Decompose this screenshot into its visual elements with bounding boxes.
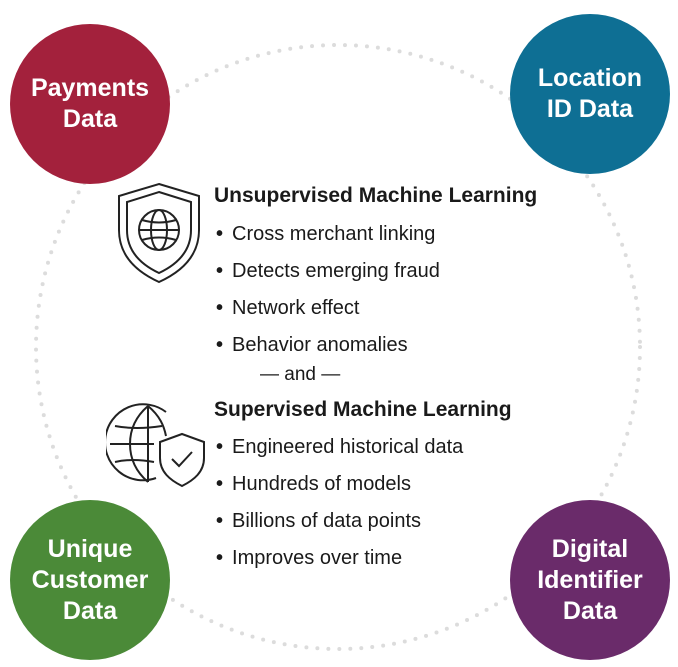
bubble-label-line: ID Data <box>546 95 634 123</box>
location-id-data-bubble: Location ID Data <box>510 14 670 174</box>
unsupervised-list: •Cross merchant linking •Detects emergin… <box>216 222 440 370</box>
bubble-label-line: Payments <box>30 74 150 102</box>
bubble-label-line: Data <box>62 596 118 625</box>
list-item: •Improves over time <box>216 547 403 569</box>
and-separator: — and — <box>260 364 341 385</box>
supervised-heading: Supervised Machine Learning <box>214 398 512 421</box>
list-item: •Detects emerging fraud <box>216 260 440 282</box>
bubble-label-line: Data <box>62 105 118 133</box>
list-item: •Network effect <box>216 297 360 319</box>
digital-identifier-data-bubble: Digital Identifier Data <box>510 500 670 660</box>
bubble-label-line: Location <box>537 64 643 92</box>
unique-customer-data-bubble: Unique Customer Data <box>10 500 170 660</box>
globe-shield-check-icon <box>106 403 205 488</box>
list-item: •Behavior anomalies <box>216 334 408 356</box>
bubble-label-line: Unique <box>47 534 133 563</box>
supervised-list: •Engineered historical data •Hundreds of… <box>216 435 463 583</box>
payments-data-bubble: Payments Data <box>10 24 170 184</box>
shield-globe-icon <box>118 182 200 284</box>
unsupervised-heading: Unsupervised Machine Learning <box>214 184 538 207</box>
bubble-label-line: Data <box>562 596 618 625</box>
bubble-label-line: Identifier <box>537 565 643 594</box>
list-item: •Cross merchant linking <box>216 223 436 245</box>
bubble-label-line: Digital <box>551 534 629 563</box>
bubble-label-line: Customer <box>31 565 149 594</box>
list-item: •Hundreds of models <box>216 473 411 495</box>
list-item: •Billions of data points <box>216 510 422 532</box>
list-item: •Engineered historical data <box>216 436 464 458</box>
